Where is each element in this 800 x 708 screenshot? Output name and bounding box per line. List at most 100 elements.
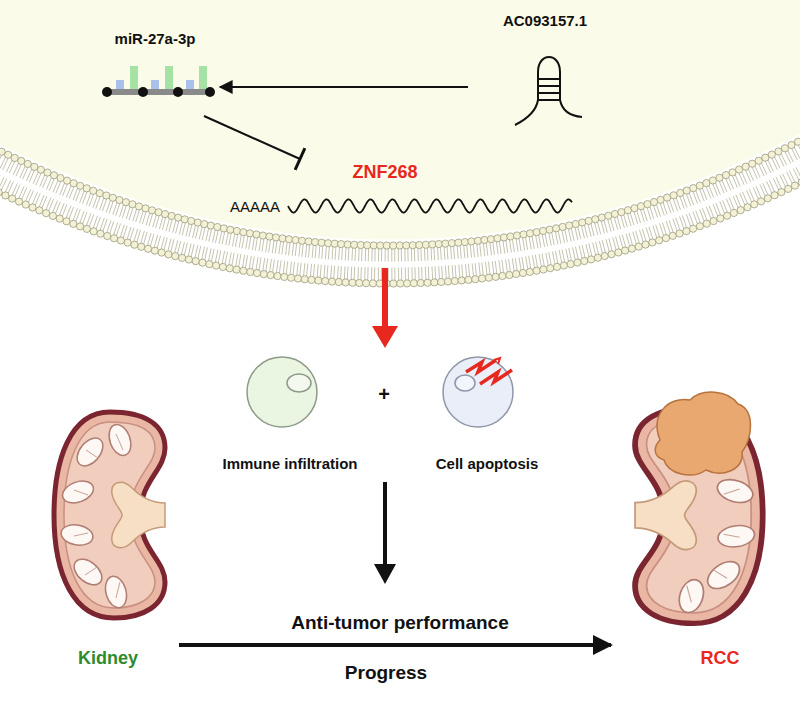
lipid-head (798, 179, 800, 186)
lipid-head (206, 261, 213, 268)
lipid-head (481, 236, 488, 243)
lipid-head (70, 180, 77, 187)
lipid-head (683, 228, 690, 235)
lipid-head (588, 256, 595, 263)
lipid-head (285, 236, 292, 243)
lipid-head (778, 189, 785, 196)
lipid-head (9, 195, 16, 202)
lipid-head (781, 145, 788, 152)
lipid-head (369, 280, 376, 287)
lipid-head (649, 239, 656, 246)
lipid-head (168, 212, 175, 219)
lipid-head (559, 223, 566, 230)
illustration-part (515, 57, 582, 125)
lipid-head (435, 240, 442, 247)
lipid-head (730, 209, 737, 216)
lipid-head (253, 269, 260, 276)
lipid-head (749, 160, 756, 167)
lipid-head (431, 279, 438, 286)
lipid-head (155, 209, 162, 216)
lipid-head (703, 220, 710, 227)
lipid-head (124, 239, 131, 246)
lipid-head (253, 231, 260, 238)
lipid-head (572, 220, 579, 227)
lipid-head (742, 163, 749, 170)
lipid-head (315, 277, 322, 284)
node-label: Kidney (78, 648, 138, 670)
lipid-head (267, 272, 274, 279)
lipid-head (656, 237, 663, 244)
lipid-head (410, 280, 417, 287)
membrane-core (0, 126, 800, 239)
lipid-head (37, 166, 44, 173)
lipid-head (344, 241, 351, 248)
lipid-head (172, 253, 179, 260)
lipid-head (227, 226, 234, 233)
effect-label: Anti-tumor performance (291, 612, 508, 635)
lipid-head (43, 210, 50, 217)
lipid-head (192, 258, 199, 265)
rcc-node: RCC (615, 390, 770, 675)
sequence-label: AAAAA (230, 198, 280, 216)
lipid-head (448, 240, 455, 247)
lipid-head (138, 243, 145, 250)
lipid-head (281, 273, 288, 280)
lipid-head (690, 225, 697, 232)
lipid-head (356, 279, 363, 286)
lipid-head (29, 204, 36, 211)
lipid-head (519, 269, 526, 276)
lipid-head (513, 270, 520, 277)
lipid-head (57, 174, 64, 181)
lipid-head (96, 190, 103, 197)
illustration-part (173, 87, 183, 97)
lipid-head (553, 225, 560, 232)
lipid-head (657, 196, 664, 203)
lipid-head (185, 256, 192, 263)
lipid-head (788, 141, 795, 148)
lipid-head (662, 235, 669, 242)
lipid-head (592, 216, 599, 223)
lipid-head (444, 278, 451, 285)
lipid-head (670, 192, 677, 199)
lipid-head (669, 232, 676, 239)
illustration-part (538, 85, 560, 87)
illustration-part (116, 80, 124, 89)
lipid-head (122, 199, 129, 206)
lipid-head (472, 276, 479, 283)
lipid-head (5, 151, 12, 158)
lipid-head (642, 241, 649, 248)
lipid-head (328, 278, 335, 285)
illustration-part (165, 66, 173, 89)
lipid-head (363, 280, 370, 287)
lipid-head (500, 234, 507, 241)
lipid-head (574, 259, 581, 266)
lipid-head (567, 260, 574, 267)
lipid-head (11, 154, 18, 161)
lipid-head (785, 185, 792, 192)
lipid-head (70, 220, 77, 227)
lipid-head (677, 189, 684, 196)
lipid-head (507, 233, 514, 240)
inhibition-line (204, 116, 300, 159)
illustration-part (130, 66, 138, 89)
lipid-head (322, 277, 329, 284)
lipid-head (97, 230, 104, 237)
lipid-head (690, 185, 697, 192)
lipid-head (737, 207, 744, 214)
lipid-head (240, 229, 247, 236)
lipid-head (199, 259, 206, 266)
lipid-head (487, 236, 494, 243)
lipid-head (90, 228, 97, 235)
lipid-head (36, 207, 43, 214)
node-label: miR-27a-3p (115, 30, 196, 48)
lipid-head (351, 241, 358, 248)
lipid-head (458, 277, 465, 284)
lipid-head (451, 277, 458, 284)
lipid-head (526, 268, 533, 275)
lipid-head (22, 201, 29, 208)
lipid-head (104, 232, 111, 239)
lipid-head (468, 238, 475, 245)
lipid-head (213, 262, 220, 269)
